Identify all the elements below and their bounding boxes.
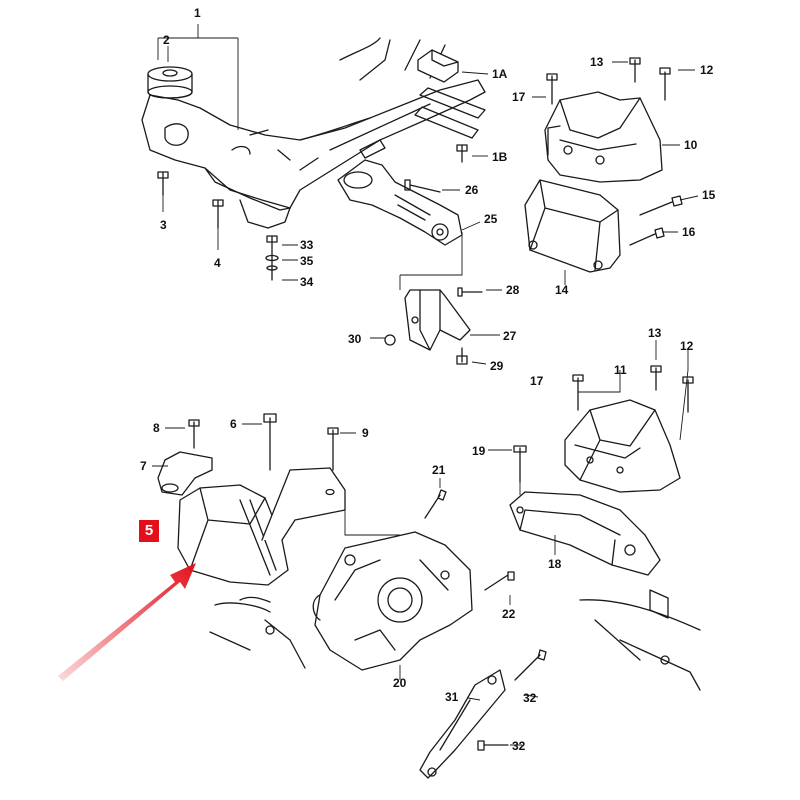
callout-11: 11: [614, 363, 627, 377]
bracket-27: [404, 289, 471, 351]
callout-34: 34: [300, 275, 314, 289]
rubber-bushing: [147, 66, 193, 99]
callout-6: 6: [230, 417, 237, 431]
callout-16: 16: [682, 225, 696, 239]
callout-12-top: 12: [700, 63, 714, 77]
callout-5-highlighted: 5: [139, 520, 159, 542]
callout-27: 27: [503, 329, 517, 343]
callout-10: 10: [684, 138, 698, 152]
callout-28: 28: [506, 283, 520, 297]
callout-17-top: 17: [512, 90, 526, 104]
torque-rod: [337, 159, 463, 246]
support-31: [419, 669, 506, 779]
callout-30: 30: [348, 332, 362, 346]
leader-lines: [152, 24, 699, 746]
callout-29: 29: [490, 359, 504, 373]
subframe: [141, 37, 486, 229]
callout-2: 2: [163, 33, 170, 47]
engine-mount-10: [544, 91, 663, 183]
callout-13-top: 13: [590, 55, 604, 69]
callout-26: 26: [465, 183, 479, 197]
callout-1a: 1A: [492, 67, 508, 81]
callout-33: 33: [300, 238, 314, 252]
callout-8: 8: [153, 421, 160, 435]
callout-12-bottom: 12: [680, 339, 694, 353]
callout-4: 4: [214, 256, 221, 270]
callout-20: 20: [393, 676, 407, 690]
bolt-3: [157, 171, 169, 196]
bolt-4: [212, 199, 224, 229]
callout-35: 35: [300, 254, 314, 268]
callout-18: 18: [548, 557, 562, 571]
highlight-arrow: [58, 563, 196, 681]
callout-1b: 1B: [492, 150, 508, 164]
callout-7: 7: [140, 459, 147, 473]
bolt-34: [266, 235, 278, 281]
callout-3: 3: [160, 218, 167, 232]
callout-14: 14: [555, 283, 569, 297]
engine-mount-11: [564, 399, 681, 493]
bracket-18: [509, 491, 661, 576]
callout-32-lower: 32: [512, 739, 526, 753]
callout-15: 15: [702, 188, 716, 202]
callout-32-upper: 32: [523, 691, 537, 705]
callout-25: 25: [484, 212, 498, 226]
gearbox-mount-5: [177, 467, 346, 586]
callout-22: 22: [502, 607, 516, 621]
callout-1: 1: [194, 6, 201, 20]
rails: [414, 87, 486, 139]
gearbox-20: [312, 531, 473, 671]
callout-21: 21: [432, 463, 446, 477]
callout-13-bottom: 13: [648, 326, 662, 340]
callout-9: 9: [362, 426, 369, 440]
callout-17-bottom: 17: [530, 374, 544, 388]
bracket-1a: [417, 49, 459, 83]
callout-19: 19: [472, 444, 486, 458]
callout-31: 31: [445, 690, 459, 704]
bracket-14: [524, 179, 621, 273]
